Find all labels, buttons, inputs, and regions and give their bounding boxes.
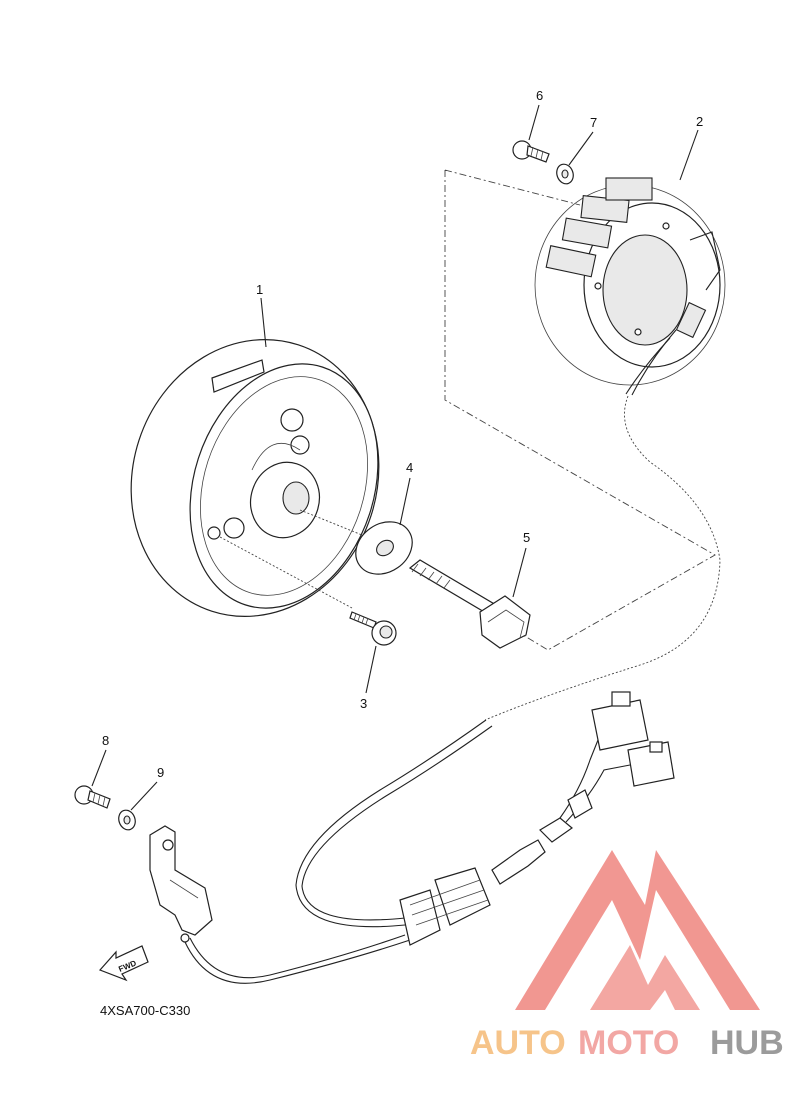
watermark-hub: HUB <box>710 1024 784 1062</box>
callout-number: 5 <box>523 530 530 545</box>
watermark-logo <box>515 850 760 1010</box>
callout-number: 3 <box>360 696 367 711</box>
washer[interactable] <box>346 511 423 585</box>
logo-triangle <box>515 850 760 1010</box>
wire-harness[interactable] <box>184 691 675 984</box>
callout-number: 9 <box>157 765 164 780</box>
screw[interactable] <box>349 611 397 646</box>
callout-3: 3 <box>360 645 377 711</box>
washer[interactable] <box>554 162 576 186</box>
pickup-coil[interactable] <box>149 825 213 943</box>
diagram-code: 4XSA700-C330 <box>100 1003 190 1018</box>
bolt[interactable] <box>74 785 111 809</box>
callout-6: 6 <box>528 88 543 141</box>
bolt[interactable] <box>512 140 550 163</box>
watermark-moto: MOTO <box>578 1024 679 1062</box>
bolt[interactable] <box>408 559 531 649</box>
watermark-text: AUTO MOTO HUB <box>470 1024 784 1062</box>
watermark-auto: AUTO <box>470 1024 566 1062</box>
callout-1: 1 <box>256 282 267 348</box>
stator-wire-path <box>484 395 721 721</box>
assembly-boundary <box>444 169 716 651</box>
callout-number: 1 <box>256 282 263 297</box>
callout-8: 8 <box>91 733 109 787</box>
callout-5: 5 <box>512 530 530 598</box>
washer[interactable] <box>116 808 138 832</box>
fwd-arrow: FWD <box>98 945 149 982</box>
callout-number: 8 <box>102 733 109 748</box>
callout-number: 6 <box>536 88 543 103</box>
callout-7: 7 <box>568 115 597 166</box>
axis-line <box>299 509 363 536</box>
callout-number: 4 <box>406 460 413 475</box>
stator[interactable] <box>534 177 726 396</box>
callout-4: 4 <box>399 460 413 526</box>
rotor[interactable] <box>96 307 415 649</box>
callout-9: 9 <box>130 765 164 811</box>
callout-number: 2 <box>696 114 703 129</box>
callout-number: 7 <box>590 115 597 130</box>
callout-2: 2 <box>679 114 703 181</box>
axis-line <box>219 536 353 609</box>
